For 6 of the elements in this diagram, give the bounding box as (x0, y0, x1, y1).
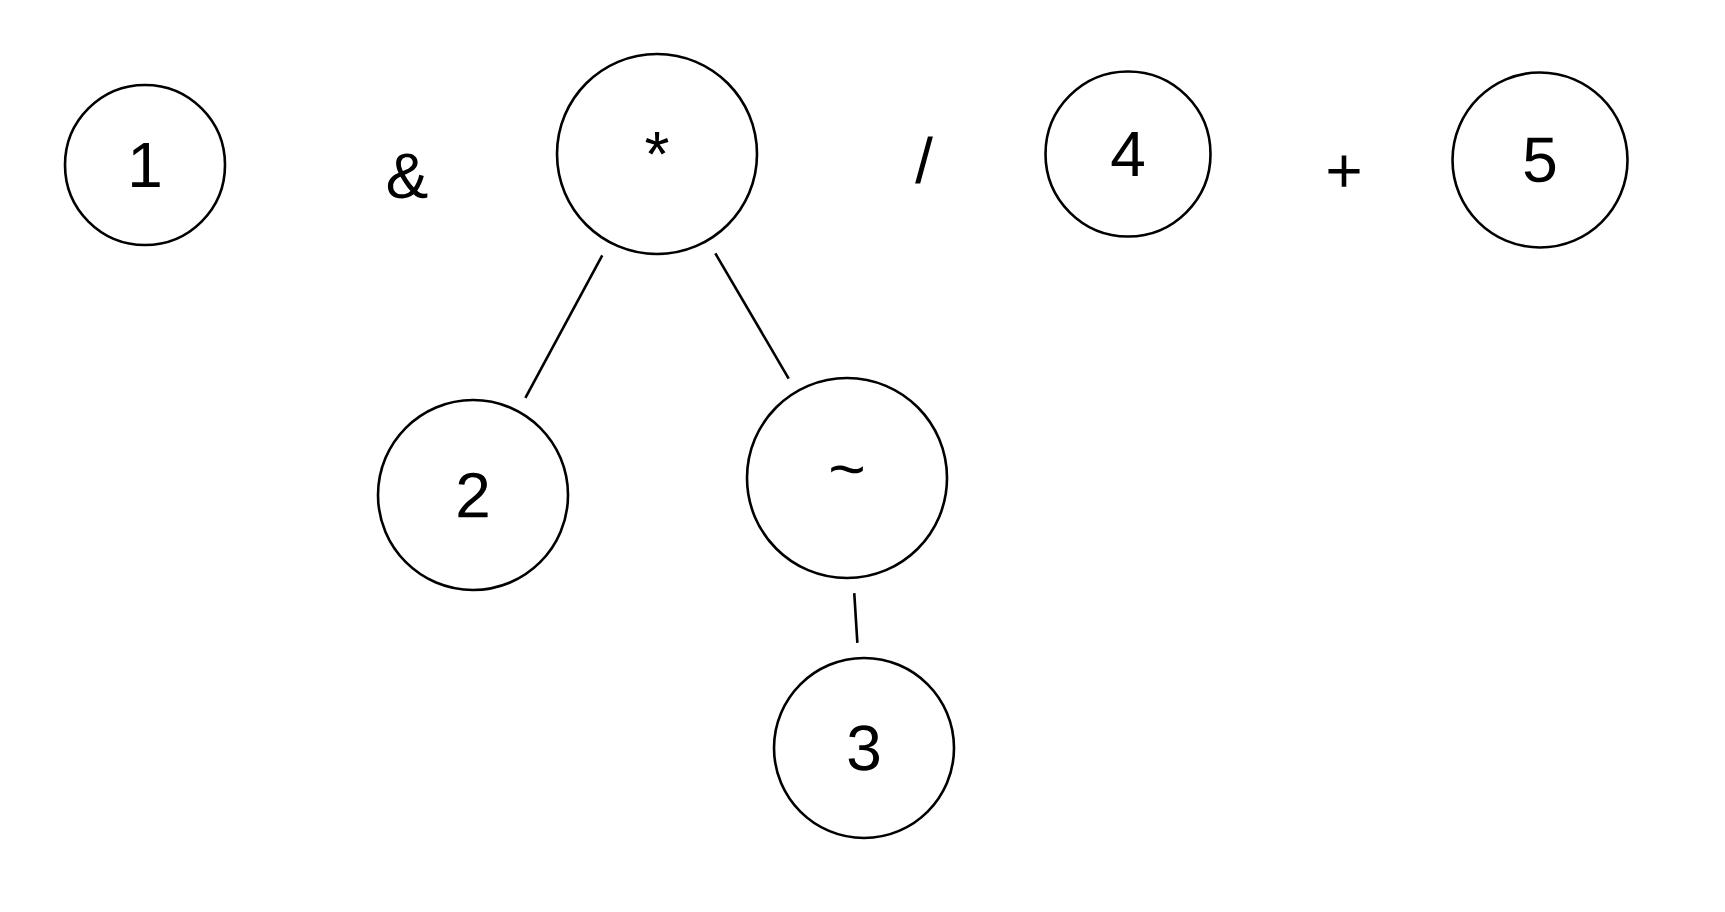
operator-symbol: & (387, 153, 428, 199)
connector-line (524, 254, 604, 399)
connector-line (714, 252, 790, 380)
connector-line (852, 593, 859, 643)
operator-symbol: + (1328, 155, 1360, 187)
operator-symbol: / (915, 136, 933, 184)
